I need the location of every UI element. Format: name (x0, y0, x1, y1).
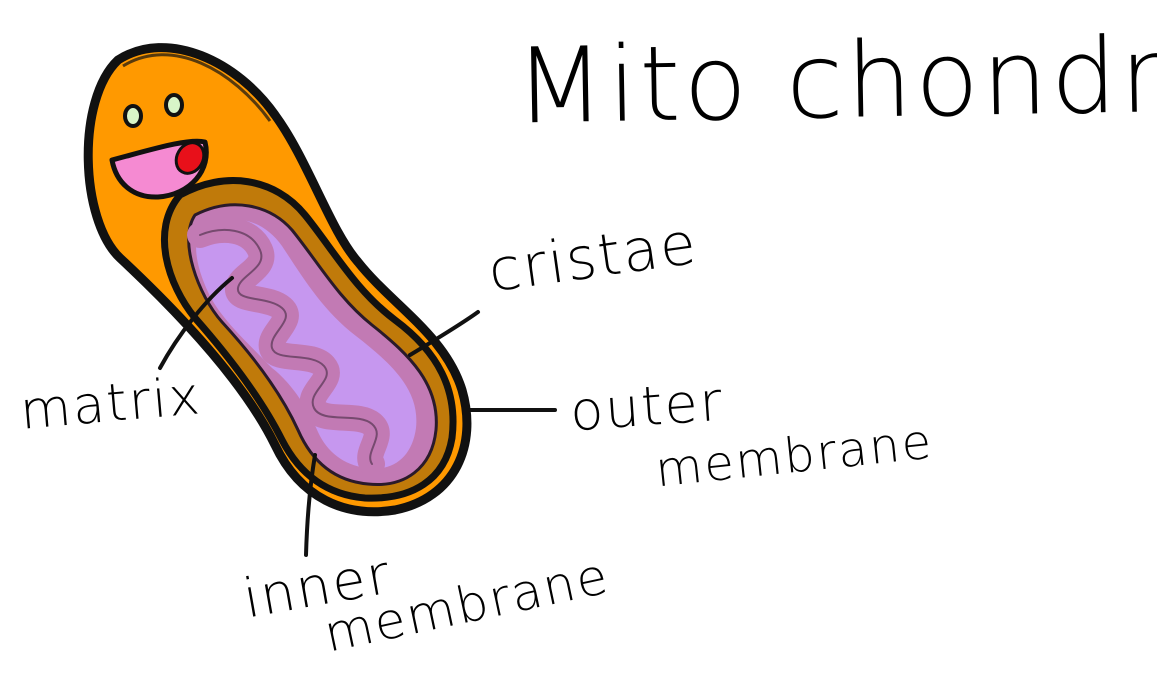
label-matrix: matrix (18, 370, 203, 438)
left-eye (125, 106, 141, 126)
label-outer-membrane-line1: outer (568, 375, 725, 440)
diagram-title: Mito chondria (514, 21, 1157, 138)
right-eye (166, 95, 182, 115)
